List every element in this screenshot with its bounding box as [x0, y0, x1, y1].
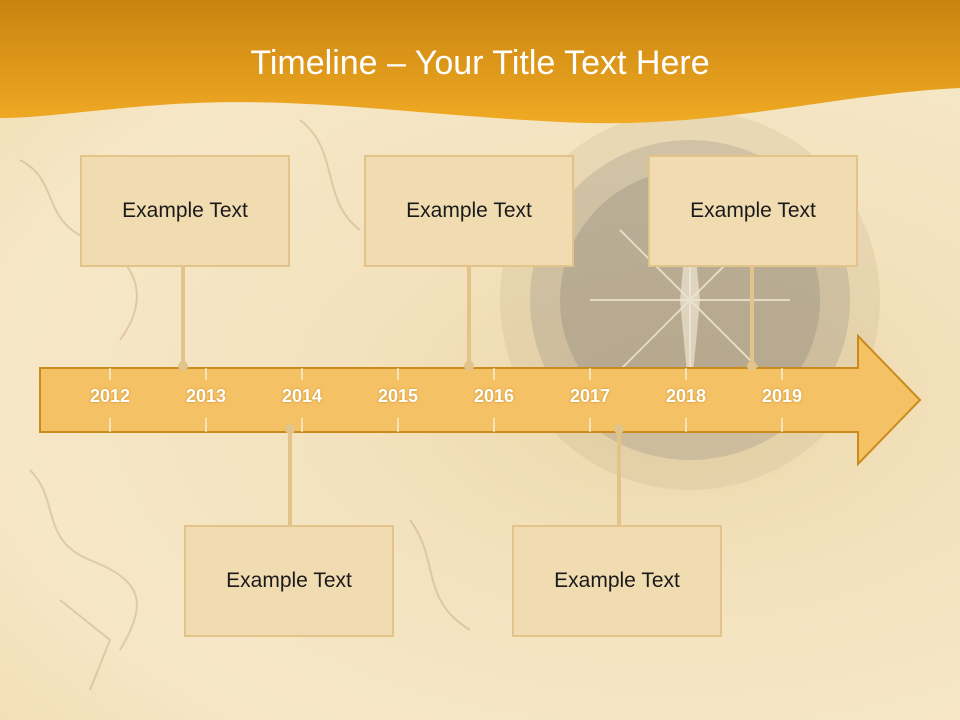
year-label-2017: 2017 [569, 386, 611, 406]
event-card: Example Text [364, 155, 574, 267]
year-label-2013: 2013 [185, 386, 227, 406]
event-marker-dot [747, 361, 757, 371]
slide-title: Timeline – Your Title Text Here [250, 44, 710, 82]
event-marker-dot [178, 361, 188, 371]
event-card-text: Example Text [226, 569, 352, 592]
arrow-shape [39, 333, 922, 467]
event-connector [181, 267, 185, 366]
event-marker-dot [464, 361, 474, 371]
event-card: Example Text [80, 155, 290, 267]
event-connector [288, 429, 292, 525]
year-label-2018: 2018 [665, 386, 707, 406]
event-card-text: Example Text [554, 569, 680, 592]
event-connector [617, 429, 621, 525]
year-label-2012: 2012 [89, 386, 131, 406]
event-connector [750, 267, 754, 366]
event-card: Example Text [512, 525, 722, 637]
year-label-2016: 2016 [473, 386, 515, 406]
event-connector [467, 267, 471, 366]
event-card: Example Text [648, 155, 858, 267]
year-label-2014: 2014 [281, 386, 323, 406]
year-label-2019: 2019 [761, 386, 803, 406]
event-marker-dot [285, 424, 295, 434]
event-card-text: Example Text [406, 199, 532, 222]
year-label-2015: 2015 [377, 386, 419, 406]
event-marker-dot [614, 424, 624, 434]
event-card-text: Example Text [122, 199, 248, 222]
event-card: Example Text [184, 525, 394, 637]
header-band [0, 0, 960, 124]
event-card-text: Example Text [690, 199, 816, 222]
